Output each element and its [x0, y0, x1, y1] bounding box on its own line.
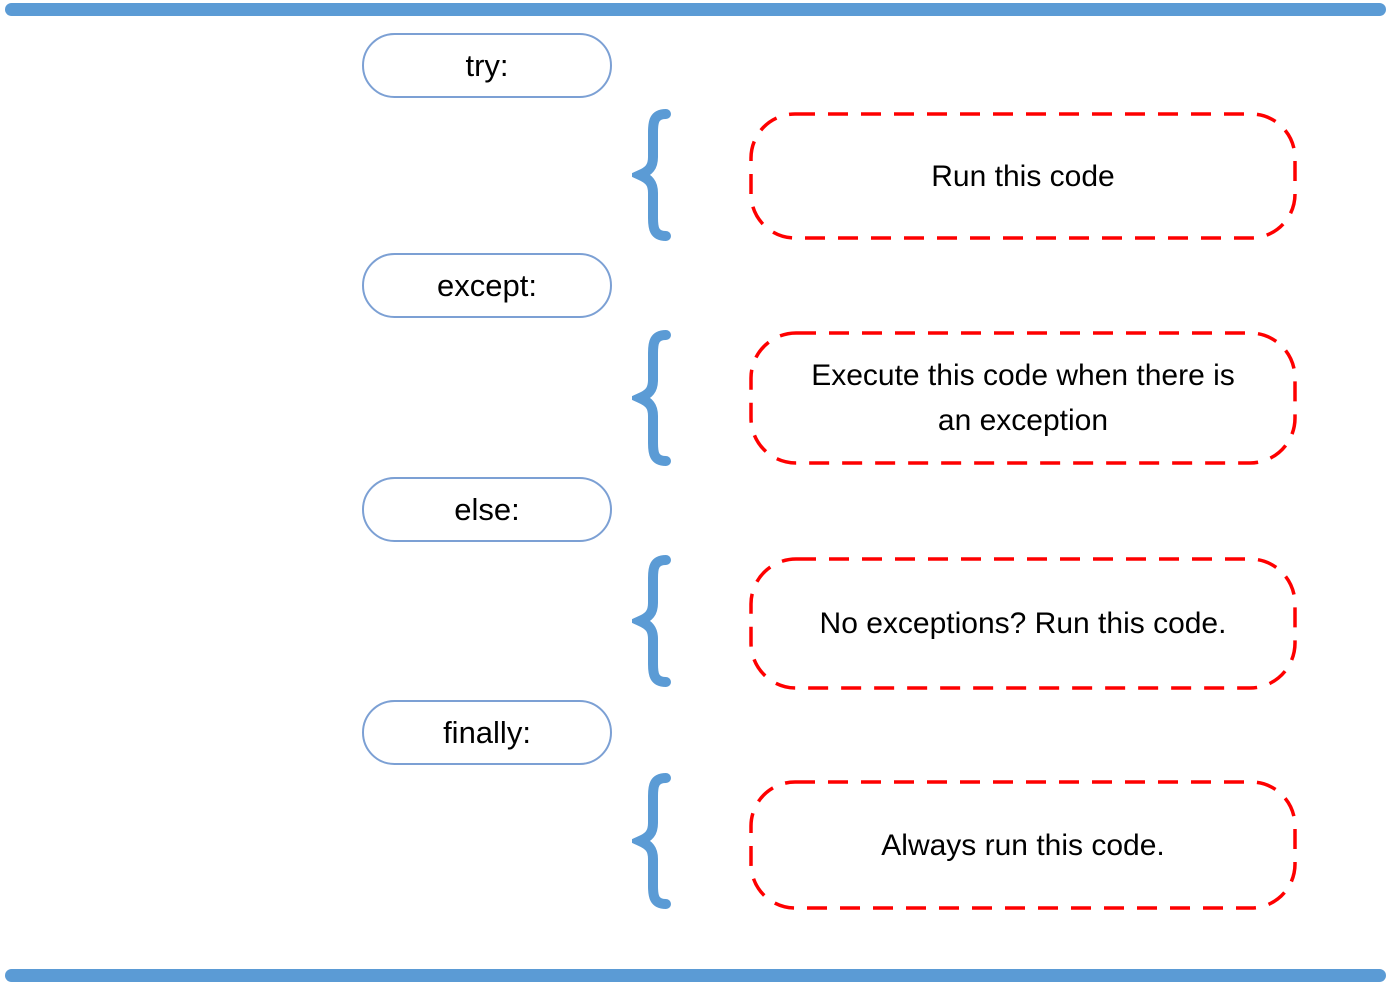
keyword-pill-finally: finally: [362, 700, 612, 765]
description-text: No exceptions? Run this code. [819, 607, 1227, 640]
top-divider-bar [5, 3, 1386, 16]
curly-brace-icon [632, 330, 671, 466]
dashed-frame [749, 112, 1297, 240]
dashed-frame [749, 557, 1297, 690]
description-box-finally: Always run this code. [749, 780, 1297, 910]
description-text: Always run this code. [881, 828, 1165, 862]
description-box-except: Execute this code when there is an excep… [749, 331, 1297, 465]
curly-brace-icon [632, 773, 671, 909]
curly-brace-icon [632, 555, 671, 687]
keyword-pill-except: except: [362, 253, 612, 318]
dashed-frame [749, 780, 1297, 910]
description-text: Execute this code when there is an excep… [811, 359, 1235, 437]
dashed-frame [749, 331, 1297, 465]
keyword-label: else: [454, 491, 520, 527]
keyword-pill-try: try: [362, 33, 612, 98]
curly-brace-icon [632, 109, 671, 241]
keyword-label: finally: [443, 714, 531, 750]
description-box-else: No exceptions? Run this code. [749, 557, 1297, 690]
keyword-label: try: [465, 47, 509, 83]
keyword-pill-else: else: [362, 477, 612, 542]
keyword-label: except: [437, 267, 537, 303]
description-box-try: Run this code [749, 112, 1297, 240]
bottom-divider-bar [5, 969, 1386, 982]
description-text: Run this code [931, 159, 1115, 193]
